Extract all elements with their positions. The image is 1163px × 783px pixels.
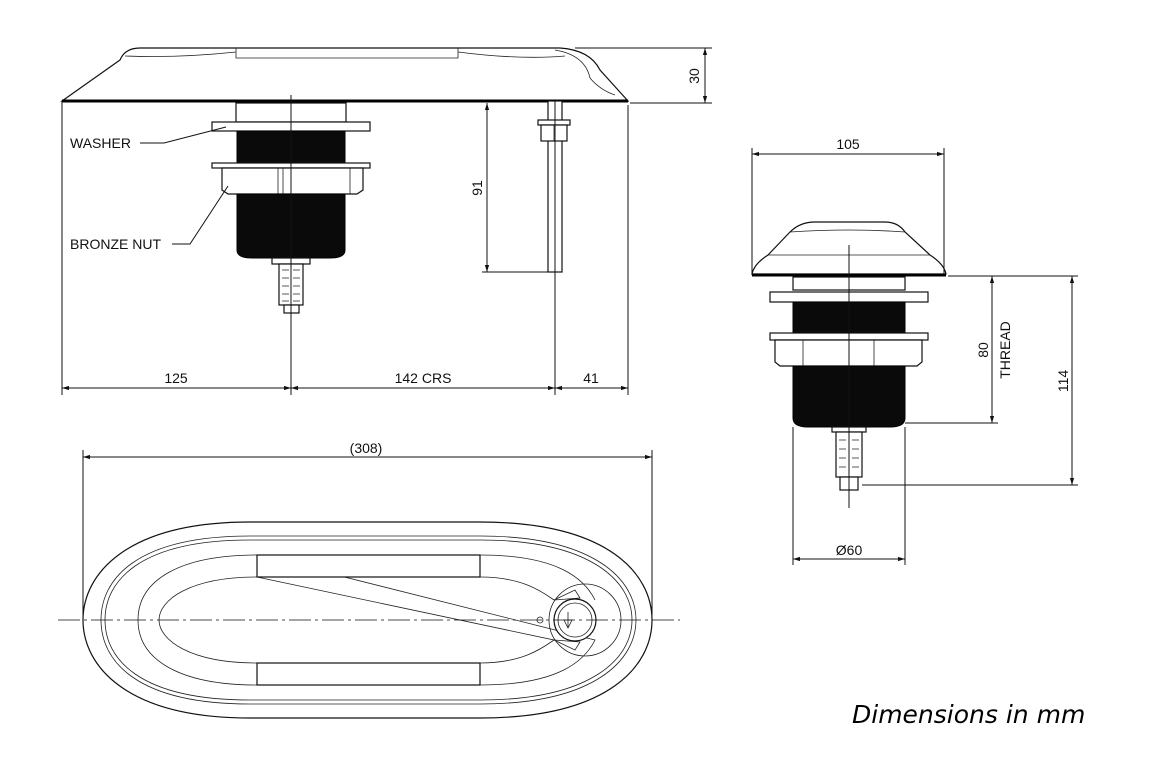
window-bottom [256, 662, 481, 686]
dim-308: (308) [350, 440, 383, 456]
dim-114: 114 [1055, 370, 1071, 393]
bronze-nut [221, 167, 364, 195]
dim-30: 30 [686, 68, 702, 84]
plan-view: (308) [58, 440, 680, 719]
dim-80: 80 [975, 342, 991, 358]
dim-diameter-60: Ø60 [836, 542, 863, 558]
thread-label: THREAD [997, 321, 1013, 379]
dim-41: 41 [583, 370, 599, 386]
bronze-nut-label: BRONZE NUT [70, 236, 161, 252]
dim-91: 91 [469, 180, 485, 196]
stud [537, 100, 571, 273]
units-note: Dimensions in mm [852, 700, 1085, 729]
washer-label: WASHER [70, 135, 131, 151]
dim-125: 125 [164, 370, 188, 386]
dim-142-crs: 142 CRS [395, 370, 452, 386]
side-view: 125 142 CRS 41 30 91 WASHER BRONZE NUT [60, 47, 712, 395]
end-view: 105 80 THREAD 114 Ø60 [751, 136, 1078, 565]
cap-profile [60, 47, 630, 102]
window-top [256, 554, 481, 578]
dim-105: 105 [836, 136, 860, 152]
